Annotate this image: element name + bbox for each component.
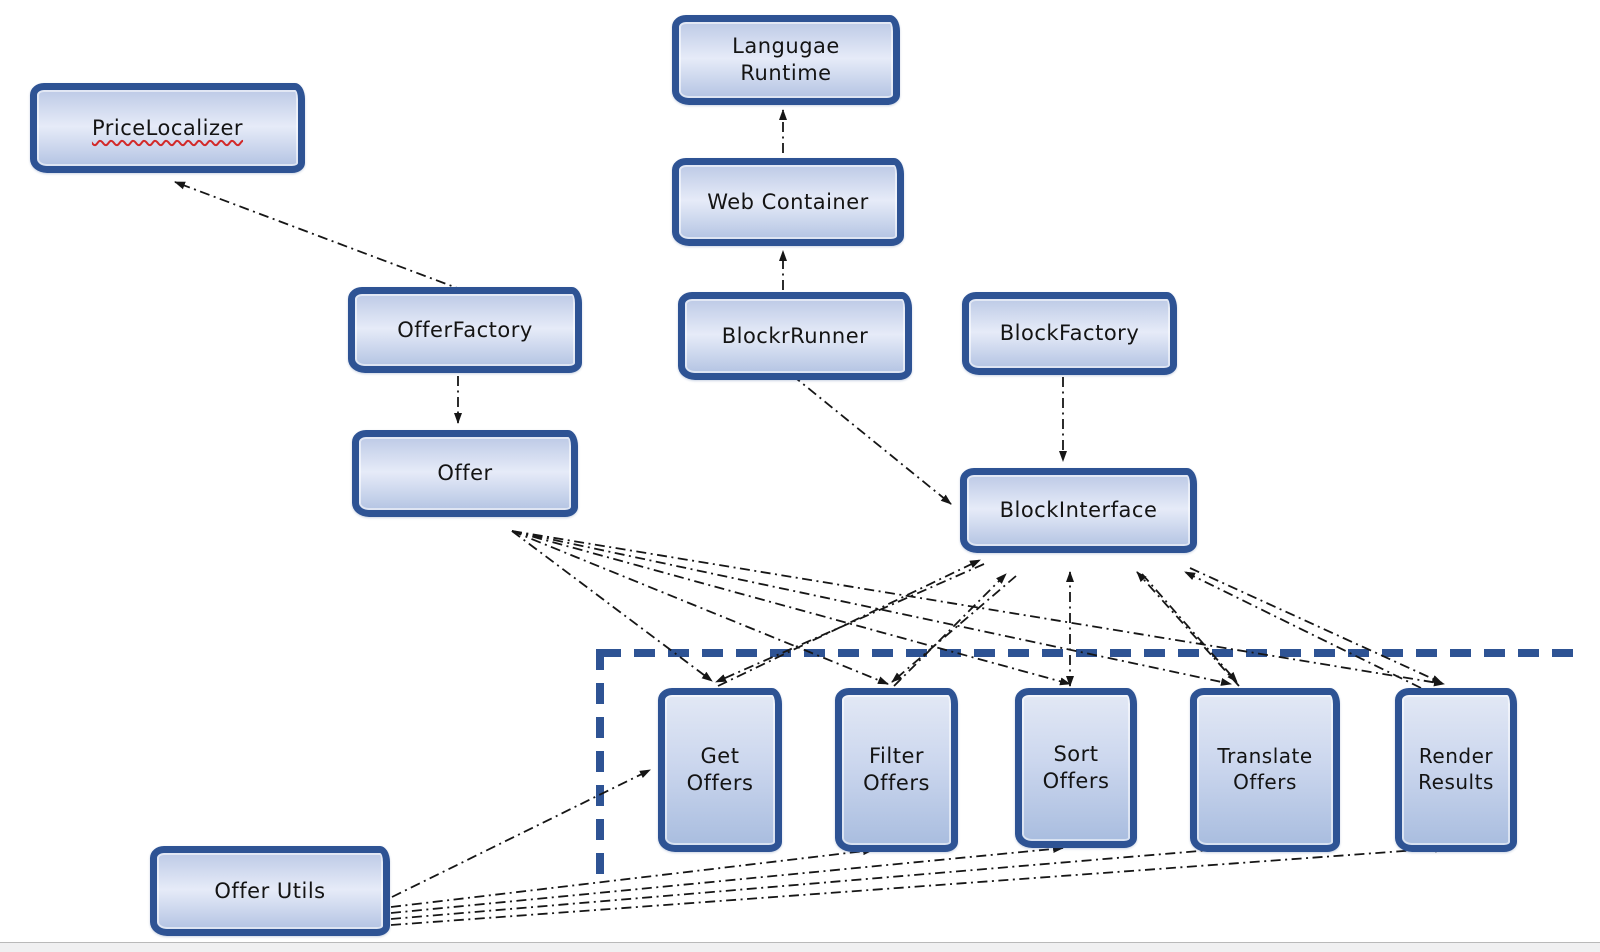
- canvas-bottom-edge: [0, 942, 1600, 952]
- arrow-blockrrunner-blockinterface: [791, 374, 952, 505]
- node-sort-offers-label: Sort Offers: [1042, 742, 1110, 793]
- node-offer: Offer: [352, 430, 578, 517]
- node-filter-offers-label: Filter Offers: [863, 744, 930, 795]
- node-get-offers: Get Offers: [658, 688, 782, 852]
- node-block-interface: BlockInterface: [960, 468, 1197, 553]
- node-block-interface-label: BlockInterface: [999, 498, 1158, 523]
- arrow-offerutils-sortoffers: [390, 844, 1064, 914]
- node-offer-label: Offer: [437, 461, 493, 486]
- arrow-offerutils-translateoffers: [390, 842, 1260, 920]
- arrow-offer-getoffers: [511, 530, 713, 682]
- node-price-localizer-label: PriceLocalizer: [91, 115, 244, 140]
- arrow-blockinterface-translateoffers: [1141, 573, 1238, 683]
- arrow-blockinterface-renderresults: [1189, 567, 1443, 684]
- node-web-container: Web Container: [672, 158, 904, 246]
- node-block-factory-label: BlockFactory: [999, 321, 1140, 346]
- node-language-runtime-label: Langugae Runtime: [732, 34, 840, 85]
- node-filter-offers: Filter Offers: [835, 688, 958, 852]
- arrow-offer-translateoffers: [511, 530, 1232, 686]
- arrow-offerutils-renderresults: [390, 844, 1446, 926]
- node-translate-offers-label: Translate Offers: [1217, 744, 1313, 794]
- node-offer-factory-label: OfferFactory: [397, 317, 533, 342]
- node-web-container-label: Web Container: [707, 189, 869, 214]
- node-sort-offers: Sort Offers: [1015, 688, 1137, 848]
- arrow-offerutils-filteroffers: [390, 847, 874, 908]
- node-translate-offers: Translate Offers: [1190, 688, 1340, 852]
- arrow-renderresults-blockinterface: [1184, 571, 1422, 689]
- arrow-offerutils-getoffers: [391, 769, 651, 898]
- arrow-filteroffers-blockinterface: [893, 573, 1007, 687]
- node-offer-utils-label: Offer Utils: [214, 878, 326, 903]
- arrow-getoffers-blockinterface: [717, 559, 981, 687]
- arrow-offer-filteroffers: [511, 530, 889, 685]
- arrow-offer-sortoffers: [511, 530, 1071, 686]
- node-offer-factory: OfferFactory: [348, 287, 582, 373]
- node-block-factory: BlockFactory: [962, 292, 1177, 375]
- arrow-offerfactory-pricelocalizer: [174, 181, 466, 292]
- arrow-blockinterface-filteroffers: [891, 575, 1017, 683]
- arrow-blockinterface-getoffers: [715, 563, 985, 683]
- arrow-translateoffers-blockinterface: [1136, 571, 1240, 687]
- node-render-results: Render Results: [1395, 688, 1517, 852]
- node-get-offers-label: Get Offers: [686, 744, 754, 795]
- node-render-results-label: Render Results: [1418, 744, 1494, 794]
- node-language-runtime: Langugae Runtime: [672, 15, 900, 105]
- node-blockr-runner-label: BlockrRunner: [721, 323, 869, 348]
- node-price-localizer: PriceLocalizer: [30, 83, 305, 173]
- node-offer-utils: Offer Utils: [150, 846, 390, 936]
- node-blockr-runner: BlockrRunner: [678, 292, 912, 380]
